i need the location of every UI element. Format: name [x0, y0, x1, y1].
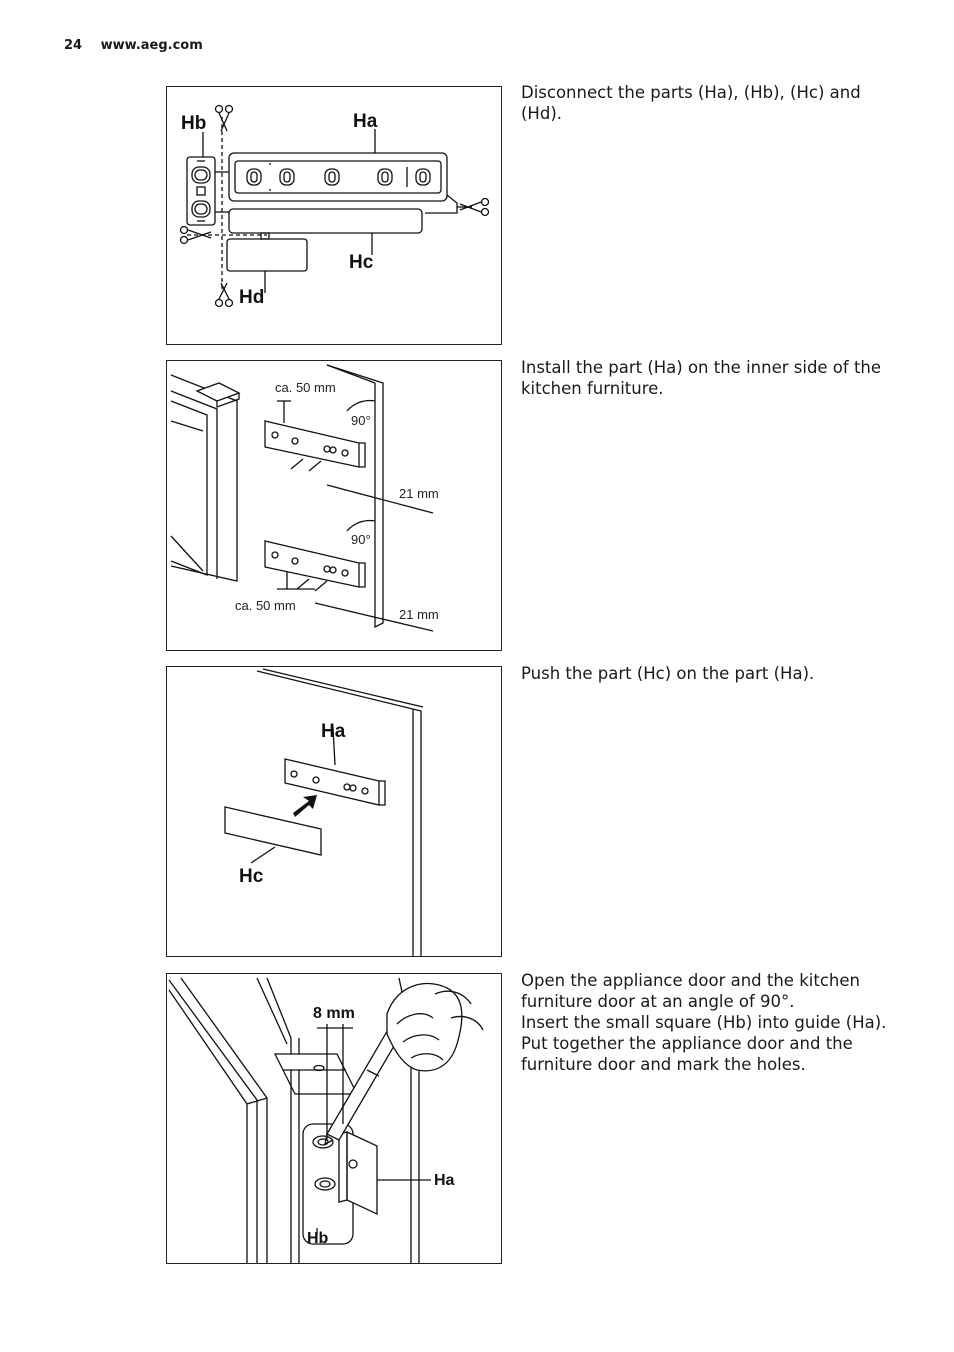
- install-diagram: ca. 50 mm 90° 21 mm 90° ca. 50 mm 21 mm: [170, 364, 439, 632]
- push-arrow-icon: [293, 795, 317, 817]
- dim-bottom-depth: 21 mm: [399, 607, 439, 622]
- page-header: 24 www.aeg.com: [64, 38, 203, 53]
- scissors-icon: [179, 225, 212, 245]
- page-number: 24: [64, 38, 83, 53]
- instruction-line: Disconnect the parts (Ha), (Hb), (Hc) an…: [521, 83, 861, 123]
- label-hc: Hc: [349, 252, 374, 273]
- scissors-icon: [214, 282, 234, 308]
- dim-top-offset: ca. 50 mm: [275, 380, 336, 395]
- angle-bottom: 90°: [351, 532, 371, 547]
- label-hd: Hd: [239, 287, 264, 308]
- instruction-line: Install the part (Ha) on the inner side …: [521, 358, 882, 398]
- step-3-text: Push the part (Hc) on the part (Ha).: [521, 663, 893, 684]
- website-link[interactable]: www.aeg.com: [100, 38, 203, 53]
- label-ha: Ha: [434, 1172, 455, 1189]
- label-gap: 8 mm: [313, 1005, 355, 1022]
- scissors-icon: [214, 104, 234, 132]
- figure-push-hc: Ha Hc: [166, 666, 502, 957]
- instruction-line: Insert the small square (Hb) into guide …: [521, 1013, 887, 1032]
- step-4-text: Open the appliance door and the kitchen …: [521, 970, 893, 1075]
- instruction-line: Push the part (Hc) on the part (Ha).: [521, 664, 815, 683]
- figure-install-ha: ca. 50 mm 90° 21 mm 90° ca. 50 mm 21 mm: [166, 360, 502, 651]
- label-hb: Hb: [307, 1230, 329, 1247]
- mark-holes-diagram: 8 mm Ha Hb: [168, 977, 484, 1263]
- instruction-line: Open the appliance door and the kitchen …: [521, 971, 860, 1011]
- step-1-text: Disconnect the parts (Ha), (Hb), (Hc) an…: [521, 82, 893, 124]
- label-ha: Ha: [321, 721, 346, 742]
- instruction-line: Put together the appliance door and the …: [521, 1034, 853, 1074]
- figure-disconnect-parts: Hb Ha Hc Hd: [166, 86, 502, 345]
- figure-mark-holes: 8 mm Ha Hb: [166, 973, 502, 1264]
- angle-top: 90°: [351, 413, 371, 428]
- dim-top-depth: 21 mm: [399, 486, 439, 501]
- push-diagram: Ha Hc: [224, 668, 424, 956]
- scissors-icon: [459, 197, 490, 217]
- disconnect-diagram: Hb Ha Hc Hd: [179, 104, 490, 308]
- label-hb: Hb: [181, 113, 206, 134]
- dim-bottom-offset: ca. 50 mm: [235, 598, 296, 613]
- step-2-text: Install the part (Ha) on the inner side …: [521, 357, 893, 399]
- label-ha: Ha: [353, 111, 378, 132]
- label-hc: Hc: [239, 866, 264, 887]
